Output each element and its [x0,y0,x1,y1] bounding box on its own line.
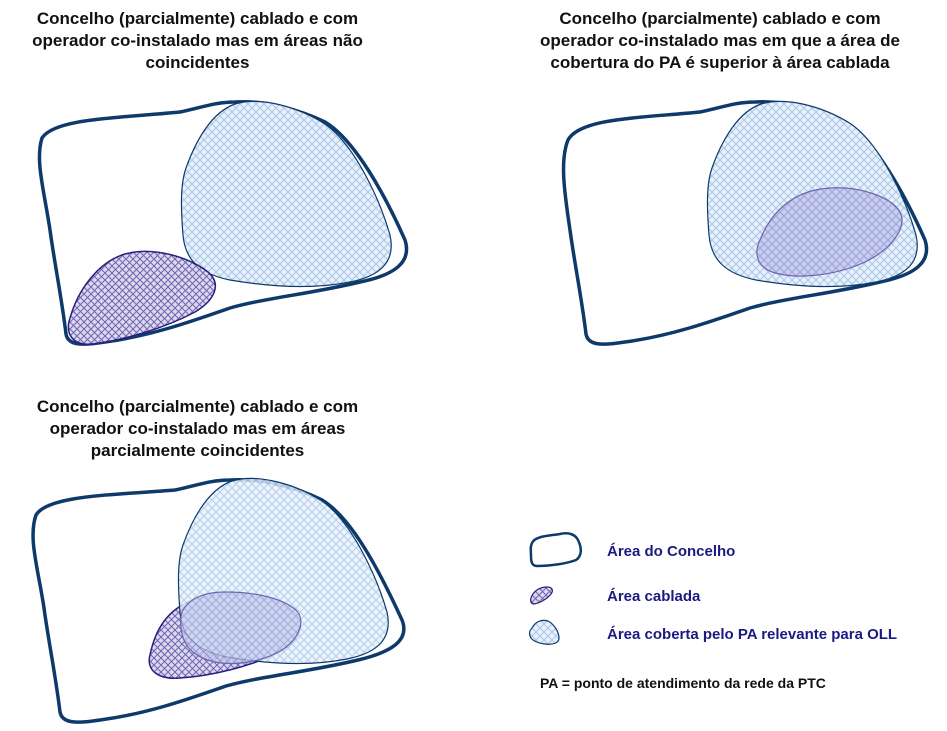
panel-2-title-line-1: Concelho (parcialmente) cablado e com [559,9,881,28]
panel-2-title-line-2: operador co-instalado mas em que a área … [540,31,900,50]
panel-3-diagram [31,477,406,724]
legend-label-pa-coverage-area: Área coberta pelo PA relevante para OLL [607,626,898,643]
cabled-area-icon [530,586,553,605]
legend-label-municipality-area: Área do Concelho [607,543,736,560]
legend-label-cabled-area: Área cablada [607,588,701,605]
panel-2-title-line-3: cobertura do PA é superior à área cablad… [550,53,890,72]
panel-3-overlap-area [180,591,302,665]
panel-1-cabled-area [67,250,217,345]
panel-3-title-line-1: Concelho (parcialmente) cablado e com [36,397,359,416]
panel-1-title-line-2: operador co-instalado mas em áreas não [32,31,363,50]
pa-definition-note: PA = ponto de atendimento da rede da PTC [540,675,826,691]
pa-coverage-area-icon [529,619,560,645]
panel-3-title-line-3: parcialmente coincidentes [90,441,305,460]
panel-1-title-line-1: Concelho (parcialmente) cablado e com [36,9,359,28]
panel-2-cabled-area [756,187,903,277]
panel-3-title-line-2: operador co-instalado mas em áreas [49,419,346,438]
panel-3-title: Concelho (parcialmente) cablado e com op… [0,396,395,462]
panel-1-title: Concelho (parcialmente) cablado e com op… [5,8,390,74]
panel-2-title: Concelho (parcialmente) cablado e com op… [500,8,940,74]
legend [529,532,582,645]
panel-2-diagram [561,100,929,346]
panel-1-title-line-3: coincidentes [145,53,250,72]
panel-1-diagram [37,100,409,346]
municipality-area-icon [529,532,582,568]
panel-1-coverage-area [180,100,392,288]
